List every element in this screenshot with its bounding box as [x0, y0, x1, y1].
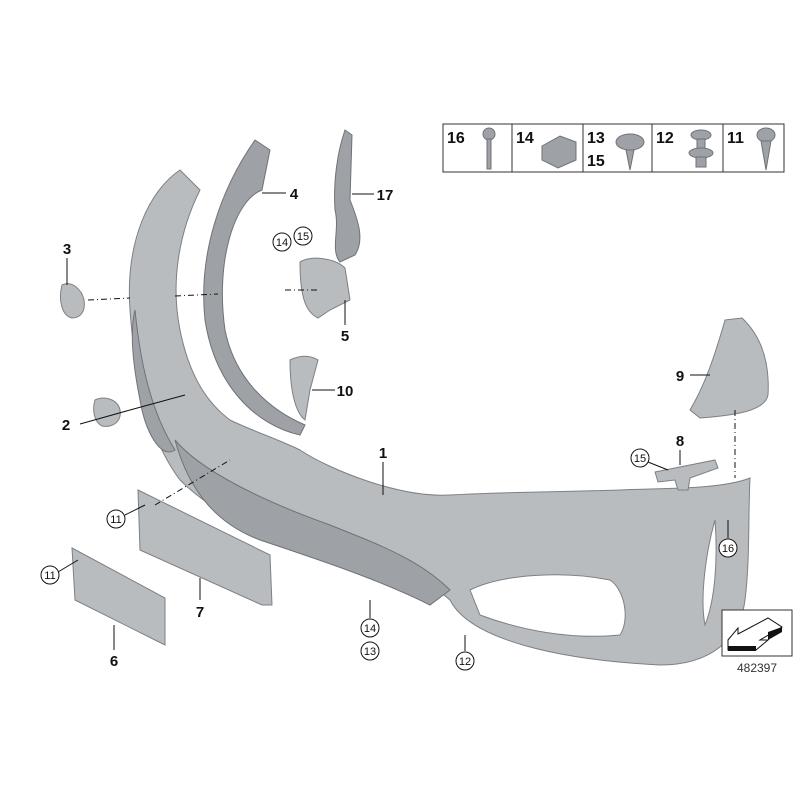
callout-4: 4: [290, 186, 299, 203]
circled-callout-15: 15: [297, 231, 309, 243]
expanding-rivet-icon: [688, 129, 714, 168]
tow-hook-cover-3-part: [59, 283, 85, 319]
bracket-17-part: [334, 129, 361, 263]
callout-17: 17: [377, 187, 394, 204]
circled-callouts: 14 15 11 11 15 16 14 13 12: [40, 226, 738, 671]
callout-2: 2: [62, 417, 70, 434]
legend-label-15: 15: [587, 153, 605, 170]
license-plate-base-7-part: [137, 489, 273, 606]
callout-5: 5: [341, 328, 349, 345]
legend-label-11: 11: [727, 130, 744, 147]
circled-callout-11: 11: [44, 570, 55, 582]
hardware-legend: 16 14 13 15 12 11: [442, 123, 785, 173]
callout-9: 9: [676, 368, 684, 385]
diagram-number: 482397: [737, 661, 777, 675]
circled-callout-12: 12: [459, 656, 471, 668]
bracket-9-part: [689, 317, 769, 419]
tow-hook-cover-2-part: [93, 397, 121, 427]
bracket-8-part: [654, 459, 719, 491]
hex-flange-screw-icon: [615, 133, 645, 171]
bracket-5-part: [299, 257, 351, 319]
circled-callout-16: 16: [722, 543, 734, 555]
circled-callout-13: 13: [364, 646, 376, 658]
trim-10-part: [289, 355, 319, 421]
bracket-4-part: [203, 139, 306, 436]
callout-7: 7: [196, 604, 204, 621]
callout-3: 3: [63, 241, 71, 258]
legend-label-14: 14: [516, 130, 534, 147]
legend-label-13: 13: [587, 130, 605, 147]
circled-callout-11: 11: [110, 514, 121, 526]
pan-head-screw-icon: [756, 127, 776, 171]
circled-callout-14: 14: [276, 237, 288, 249]
front-bumper-part: [128, 169, 751, 666]
legend-label-16: 16: [447, 130, 465, 147]
legend-label-12: 12: [656, 130, 674, 147]
callout-1: 1: [379, 445, 387, 462]
callout-6: 6: [110, 653, 118, 670]
circled-callout-14: 14: [364, 623, 376, 635]
bolt-icon: [482, 127, 496, 170]
clip-nut-icon: [541, 135, 577, 169]
circled-callout-15: 15: [634, 453, 646, 465]
callout-10: 10: [337, 383, 354, 400]
leader-lines: [57, 192, 736, 651]
view-direction-icon: [721, 609, 793, 657]
license-plate-base-6-part: [71, 547, 166, 646]
callout-8: 8: [676, 433, 684, 450]
